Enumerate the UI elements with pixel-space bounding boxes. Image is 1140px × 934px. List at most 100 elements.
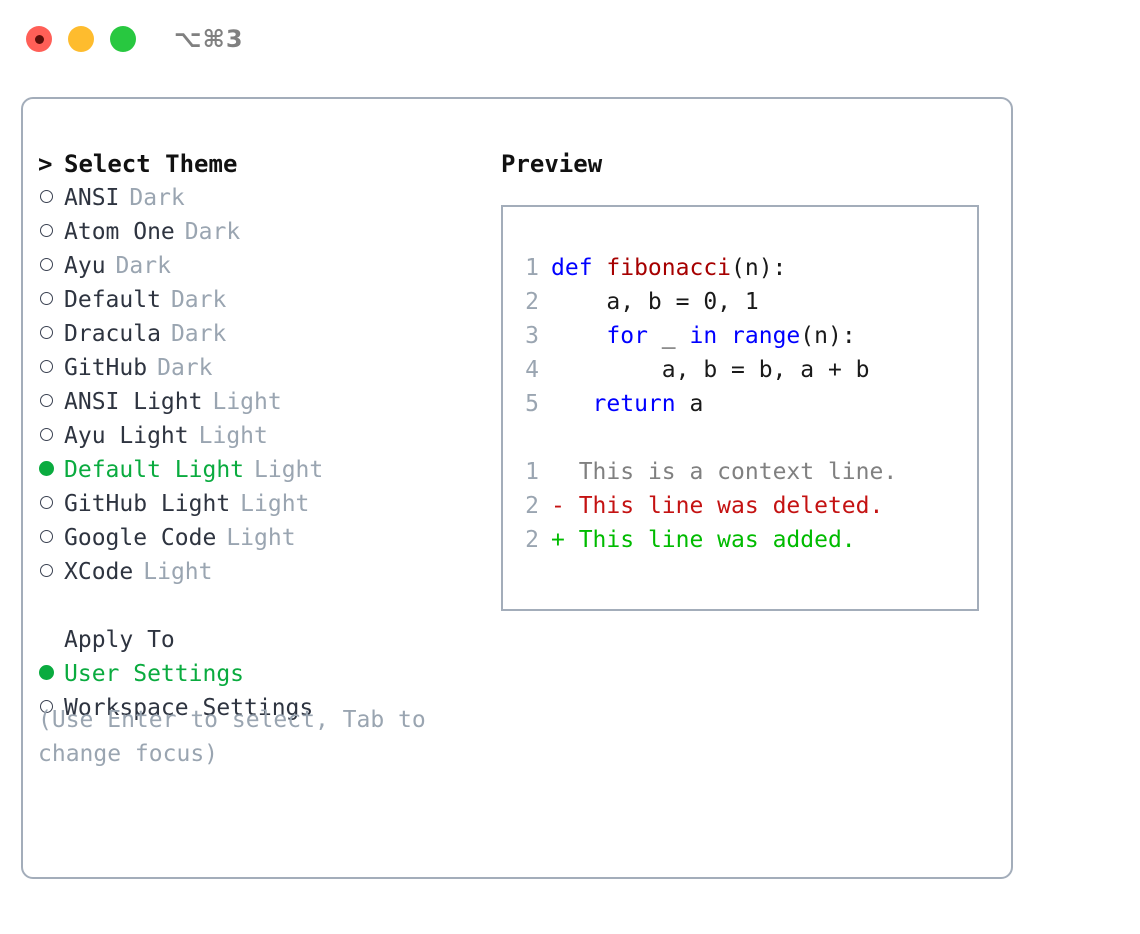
code-token-plain xyxy=(551,391,593,417)
caret-icon: > xyxy=(38,150,53,178)
theme-name-label: Default Light xyxy=(64,457,245,483)
code-token-plain: (n): xyxy=(800,323,856,349)
theme-variant-tag: Light xyxy=(254,457,324,483)
theme-list-item[interactable]: GitHub Dark xyxy=(38,351,488,385)
radio-shape xyxy=(40,360,53,373)
radio-shape xyxy=(40,564,53,577)
radio-shape xyxy=(39,461,54,476)
diff-line-text: - This line was deleted. xyxy=(551,489,883,523)
line-number: 5 xyxy=(525,391,539,417)
radio-shape xyxy=(40,700,53,713)
code-line-text: a, b = 0, 1 xyxy=(551,285,759,319)
code-token-kw: return xyxy=(592,391,690,417)
code-line-text: a, b = b, a + b xyxy=(551,353,870,387)
select-theme-heading: > Select Theme xyxy=(38,147,488,181)
theme-list-item[interactable]: Ayu Light Light xyxy=(38,419,488,453)
theme-name-label: Default xyxy=(64,287,161,313)
line-number: 4 xyxy=(525,357,539,383)
apply-to-option[interactable]: Workspace Settings xyxy=(38,691,488,725)
line-number: 3 xyxy=(525,323,539,349)
traffic-light-controls xyxy=(26,26,136,52)
theme-list-item[interactable]: ANSI Dark xyxy=(38,181,488,215)
theme-name-label: Ayu Light xyxy=(64,423,189,449)
theme-list-item[interactable]: Dracula Dark xyxy=(38,317,488,351)
theme-name-label: Dracula xyxy=(64,321,161,347)
list-spacer xyxy=(38,589,488,623)
minimize-button[interactable] xyxy=(68,26,94,52)
theme-name-label: ANSI xyxy=(64,185,120,211)
code-line: 2 a, b = 0, 1 xyxy=(503,285,977,319)
theme-variant-tag: Light xyxy=(198,423,268,449)
code-line: 1 def fibonacci(n): xyxy=(503,251,977,285)
apply-to-label: User Settings xyxy=(64,661,245,687)
keyboard-hint-text: (Use Enter to select, Tab to change focu… xyxy=(38,707,440,767)
radio-shape xyxy=(40,530,53,543)
line-number: 2 xyxy=(525,289,539,315)
theme-variant-tag: Dark xyxy=(170,321,227,347)
line-number: 2 xyxy=(525,527,539,553)
theme-name-label: XCode xyxy=(64,559,134,585)
apply-to-heading-label: Apply To xyxy=(64,627,175,653)
radio-shape xyxy=(40,224,53,237)
theme-variant-tag: Dark xyxy=(115,253,171,279)
code-token-kw: in xyxy=(689,323,732,349)
diff-text: This line was deleted. xyxy=(564,493,884,519)
line-number: 1 xyxy=(525,255,539,281)
code-token-kw: range xyxy=(731,323,801,349)
theme-variant-tag: Dark xyxy=(170,287,227,313)
diff-marker: - xyxy=(551,493,565,519)
apply-to-option[interactable]: User Settings xyxy=(38,657,488,691)
code-token-kw: for xyxy=(606,323,662,349)
window-shortcut-label: ⌥⌘3 xyxy=(174,25,244,53)
theme-variant-tag: Dark xyxy=(157,355,213,381)
code-token-plain xyxy=(551,323,606,349)
theme-variant-tag: Light xyxy=(240,491,310,517)
diff-line-text: + This line was added. xyxy=(551,523,856,557)
apply-to-heading: Apply To xyxy=(38,623,488,657)
theme-list-item[interactable]: Ayu Dark xyxy=(38,249,488,283)
line-number: 1 xyxy=(525,459,539,485)
theme-name-label: Atom One xyxy=(64,219,175,245)
radio-shape xyxy=(40,326,53,339)
theme-variant-tag: Dark xyxy=(129,185,185,211)
radio-shape xyxy=(40,292,53,305)
theme-name-label: Google Code xyxy=(64,525,217,551)
code-token-kw: def xyxy=(551,255,607,281)
code-token-fn: fibonacci xyxy=(606,255,732,281)
theme-name-label: Ayu xyxy=(64,253,106,279)
recording-indicator-icon xyxy=(34,34,44,44)
window-title-bar: ⌥⌘3 xyxy=(0,0,1140,78)
code-diff-separator xyxy=(503,421,977,455)
theme-list-item[interactable]: XCode Light xyxy=(38,555,488,589)
theme-list-item[interactable]: Default Dark xyxy=(38,283,488,317)
diff-line-text: This is a context line. xyxy=(551,455,898,489)
theme-name-label: GitHub xyxy=(64,355,148,381)
select-theme-heading-label: Select Theme xyxy=(64,150,238,178)
radio-shape xyxy=(40,190,53,203)
diff-line: 2- This line was deleted. xyxy=(503,489,977,523)
code-line: 5 return a xyxy=(503,387,977,421)
theme-list-item[interactable]: Default Light Light xyxy=(38,453,488,487)
apply-to-label: Workspace Settings xyxy=(64,695,314,721)
code-line-text: def fibonacci(n): xyxy=(551,251,786,285)
theme-variant-tag: Light xyxy=(143,559,213,585)
code-token-plain: a, b = 0, 1 xyxy=(551,289,759,315)
radio-shape xyxy=(40,258,53,271)
theme-name-label: ANSI Light xyxy=(64,389,203,415)
code-line-text: for _ in range(n): xyxy=(551,319,856,353)
close-button[interactable] xyxy=(26,26,52,52)
code-line: 3 for _ in range(n): xyxy=(503,319,977,353)
maximize-button[interactable] xyxy=(110,26,136,52)
